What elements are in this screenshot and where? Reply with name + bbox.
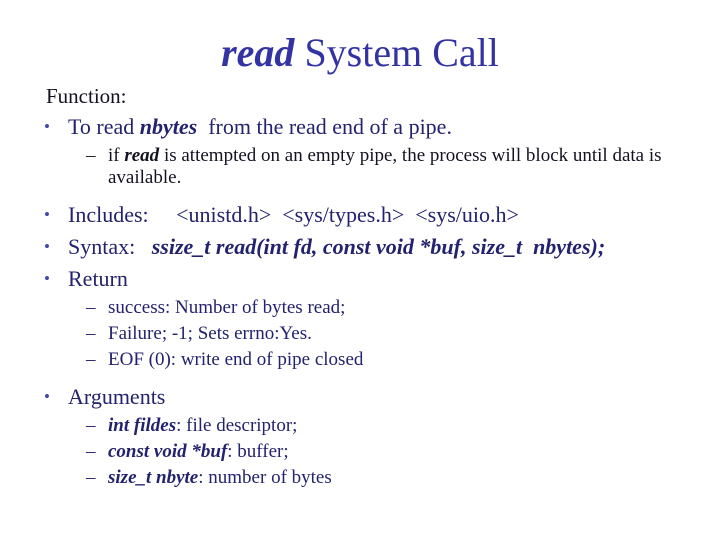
line-text: Syntax: ssize_t read(int fd, const void … <box>68 233 605 261</box>
text-run: Failure; -1; Sets errno:Yes. <box>108 323 312 344</box>
slide-content: Function: • To read nbytes from the read e… <box>0 84 720 489</box>
text-run: const void *buf <box>108 441 228 462</box>
text-run: System Call <box>294 30 499 75</box>
text-run: : buffer; <box>227 441 289 462</box>
sub-bullet-item: –size_t nbyte: number of bytes <box>86 467 720 489</box>
text-run: nbytes <box>139 114 198 139</box>
line-text: if read is attempted on an empty pipe, t… <box>108 145 688 189</box>
text-run: if <box>108 145 125 166</box>
sub-bullet-item: –EOF (0): write end of pipe closed <box>86 349 720 371</box>
sub-bullet-item: –Failure; -1; Sets errno:Yes. <box>86 323 720 345</box>
dash-icon: – <box>86 145 96 166</box>
line-text: EOF (0): write end of pipe closed <box>108 349 363 371</box>
dash-icon: – <box>86 349 96 370</box>
sub-bullet-item: –if read is attempted on an empty pipe, … <box>86 145 720 189</box>
sub-bullet-item: –success: Number of bytes read; <box>86 297 720 319</box>
line-text: size_t nbyte: number of bytes <box>108 467 332 489</box>
dash-icon: – <box>86 467 96 488</box>
text-line: Function: <box>46 84 720 109</box>
bullet-item: • Return <box>44 265 720 293</box>
text-run: int fildes <box>108 415 177 436</box>
text-run: Return <box>68 266 128 291</box>
line-text: int fildes: file descriptor; <box>108 415 297 437</box>
line-text: success: Number of bytes read; <box>108 297 345 319</box>
text-run: is attempted on an empty pipe, the proce… <box>108 145 662 188</box>
bullet-item: • Arguments <box>44 383 720 411</box>
text-run: size_t nbyte <box>108 467 199 488</box>
line-text: Return <box>68 265 128 293</box>
bullet-item: • To read nbytes from the read end of a p… <box>44 113 720 141</box>
dash-icon: – <box>86 441 96 462</box>
text-run: Arguments <box>68 384 166 409</box>
slide-title: read System Call <box>0 0 720 76</box>
text-run: success: Number of bytes read; <box>108 297 346 318</box>
bullet-item: • Includes: <unistd.h> <sys/types.h> <sys… <box>44 201 720 229</box>
text-run: EOF (0): write end of pipe closed <box>108 349 364 370</box>
bullet-dot-icon: • <box>44 269 50 288</box>
line-text: Failure; -1; Sets errno:Yes. <box>108 323 312 345</box>
dash-icon: – <box>86 297 96 318</box>
bullet-dot-icon: • <box>44 117 50 136</box>
sub-bullet-item: –const void *buf: buffer; <box>86 441 720 463</box>
line-text: Function: <box>46 84 127 109</box>
bullet-item: • Syntax: ssize_t read(int fd, const void… <box>44 233 720 261</box>
line-text: Arguments <box>68 383 165 411</box>
text-run: To read <box>68 114 140 139</box>
dash-icon: – <box>86 323 96 344</box>
line-text: To read nbytes from the read end of a pi… <box>68 113 452 141</box>
sub-bullet-item: –int fildes: file descriptor; <box>86 415 720 437</box>
text-run: : file descriptor; <box>176 415 298 436</box>
bullet-dot-icon: • <box>44 387 50 406</box>
text-run: from the read end of a pipe. <box>197 114 452 139</box>
bullet-dot-icon: • <box>44 237 50 256</box>
line-text: const void *buf: buffer; <box>108 441 289 463</box>
text-run: ssize_t read(int fd, const void *buf, si… <box>151 234 606 259</box>
text-run: Syntax: <box>68 234 152 259</box>
text-run: read <box>221 30 295 75</box>
text-run: Function: <box>46 84 127 108</box>
dash-icon: – <box>86 415 96 436</box>
bullet-dot-icon: • <box>44 205 50 224</box>
text-run: : number of bytes <box>198 467 332 488</box>
text-run: Includes: <unistd.h> <sys/types.h> <sys/… <box>68 202 519 227</box>
line-text: Includes: <unistd.h> <sys/types.h> <sys/… <box>68 201 519 229</box>
text-run: read <box>124 145 160 166</box>
